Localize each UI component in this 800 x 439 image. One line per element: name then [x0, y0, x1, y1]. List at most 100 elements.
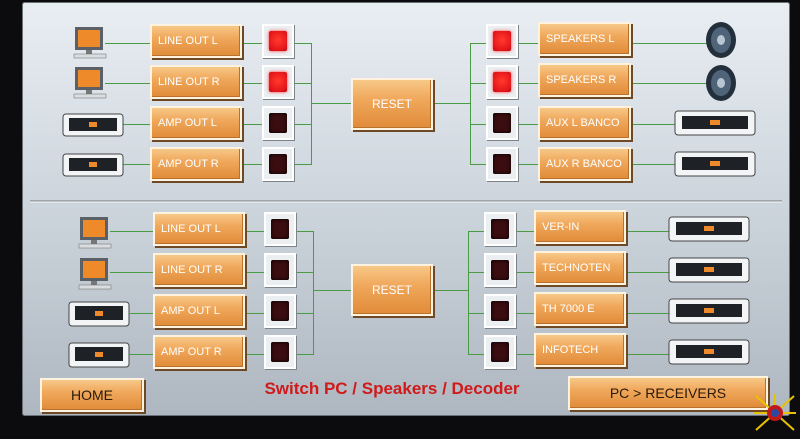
button-label: TECHNOTEN	[542, 262, 611, 274]
bottom-line-out-r-button[interactable]: LINE OUT R	[153, 253, 245, 287]
bottom-led-line-out-l[interactable]	[264, 212, 296, 246]
wire	[311, 43, 312, 165]
wire	[294, 43, 311, 44]
amplifier-icon	[68, 342, 130, 373]
wire	[626, 231, 670, 232]
pc-icon	[77, 257, 113, 296]
top-led-speakers-r[interactable]	[486, 65, 518, 99]
led-lamp	[269, 72, 287, 92]
button-label: LINE OUT L	[161, 223, 221, 235]
wire	[296, 354, 313, 355]
led-lamp	[493, 31, 511, 51]
top-line-out-l-button[interactable]: LINE OUT L	[150, 24, 242, 58]
bottom-reset-button[interactable]: RESET	[351, 264, 433, 316]
wire	[630, 83, 708, 84]
bottom-line-out-l-button[interactable]: LINE OUT L	[153, 212, 245, 246]
led-lamp	[491, 219, 509, 239]
bottom-led-line-out-r[interactable]	[264, 253, 296, 287]
receiver-icon	[668, 257, 750, 288]
led-lamp	[491, 260, 509, 280]
wire	[242, 164, 262, 165]
wire	[244, 231, 264, 232]
button-label: TH 7000 E	[542, 303, 595, 315]
ver-in-button[interactable]: VER-IN	[534, 210, 626, 244]
wire	[516, 354, 536, 355]
button-label: AMP OUT R	[158, 158, 219, 170]
top-led-line-out-r[interactable]	[262, 65, 294, 99]
wire	[105, 83, 153, 84]
top-led-speakers-l[interactable]	[486, 24, 518, 58]
pc-receivers-button[interactable]: PC > RECEIVERS	[568, 376, 768, 410]
speakers-r-button[interactable]: SPEAKERS R	[538, 63, 631, 97]
receiver-icon	[668, 216, 750, 247]
wire	[468, 272, 484, 273]
top-led-aux-l-banco[interactable]	[486, 106, 518, 140]
top-led-aux-r-banco[interactable]	[486, 147, 518, 181]
home-button[interactable]: HOME	[40, 378, 144, 412]
aux-r-banco-button[interactable]: AUX R BANCO	[538, 147, 631, 181]
technoten-button[interactable]: TECHNOTEN	[534, 251, 626, 285]
wire	[296, 231, 313, 232]
bottom-led-th-7000-e[interactable]	[484, 294, 516, 328]
wire	[470, 43, 486, 44]
top-amp-out-l-button[interactable]: AMP OUT L	[150, 106, 242, 140]
wire	[630, 43, 708, 44]
led-lamp	[269, 113, 287, 133]
button-label: SPEAKERS R	[546, 74, 617, 86]
button-label: LINE OUT L	[158, 35, 218, 47]
wire	[130, 354, 154, 355]
amplifier-icon	[62, 153, 124, 182]
infotech-button[interactable]: INFOTECH	[534, 333, 626, 367]
speaker-icon	[704, 20, 738, 65]
amplifier-icon	[674, 110, 756, 141]
button-label: AUX L BANCO	[546, 117, 620, 129]
wire	[468, 231, 484, 232]
pc-icon	[72, 26, 108, 65]
wire	[122, 124, 153, 125]
speakers-l-button[interactable]: SPEAKERS L	[538, 22, 631, 56]
receiver-icon	[668, 339, 750, 370]
bottom-led-technoten[interactable]	[484, 253, 516, 287]
button-label: HOME	[71, 387, 113, 403]
wire	[516, 231, 536, 232]
top-led-amp-out-l[interactable]	[262, 106, 294, 140]
wire	[626, 354, 670, 355]
wire	[242, 83, 262, 84]
bottom-led-ver-in[interactable]	[484, 212, 516, 246]
top-line-out-r-button[interactable]: LINE OUT R	[150, 65, 242, 99]
button-label: SPEAKERS L	[546, 33, 615, 45]
bottom-amp-out-l-button[interactable]: AMP OUT L	[153, 294, 245, 328]
wire	[630, 124, 675, 125]
wire	[518, 164, 538, 165]
led-lamp	[493, 72, 511, 92]
led-lamp	[271, 342, 289, 362]
led-lamp	[269, 31, 287, 51]
pc-icon	[77, 216, 113, 255]
top-amp-out-r-button[interactable]: AMP OUT R	[150, 147, 242, 181]
button-label: VER-IN	[542, 221, 580, 233]
wire	[518, 83, 538, 84]
wire	[432, 290, 468, 291]
th-7000-e-button[interactable]: TH 7000 E	[534, 292, 626, 326]
wire	[242, 124, 262, 125]
amplifier-icon	[68, 301, 130, 332]
wire	[518, 43, 538, 44]
wire	[110, 231, 154, 232]
wire	[122, 164, 153, 165]
bottom-led-infotech[interactable]	[484, 335, 516, 369]
led-lamp	[491, 342, 509, 362]
led-lamp	[493, 154, 511, 174]
wire	[626, 272, 670, 273]
wire	[105, 43, 153, 44]
button-label: INFOTECH	[542, 344, 599, 356]
page-title: Switch PC / Speakers / Decoder	[264, 379, 520, 398]
wire	[294, 124, 311, 125]
top-led-line-out-l[interactable]	[262, 24, 294, 58]
top-reset-button[interactable]: RESET	[351, 78, 433, 130]
top-led-amp-out-r[interactable]	[262, 147, 294, 181]
bottom-amp-out-r-button[interactable]: AMP OUT R	[153, 335, 245, 369]
bottom-led-amp-out-r[interactable]	[264, 335, 296, 369]
wire	[470, 83, 486, 84]
aux-l-banco-button[interactable]: AUX L BANCO	[538, 106, 631, 140]
bottom-led-amp-out-l[interactable]	[264, 294, 296, 328]
